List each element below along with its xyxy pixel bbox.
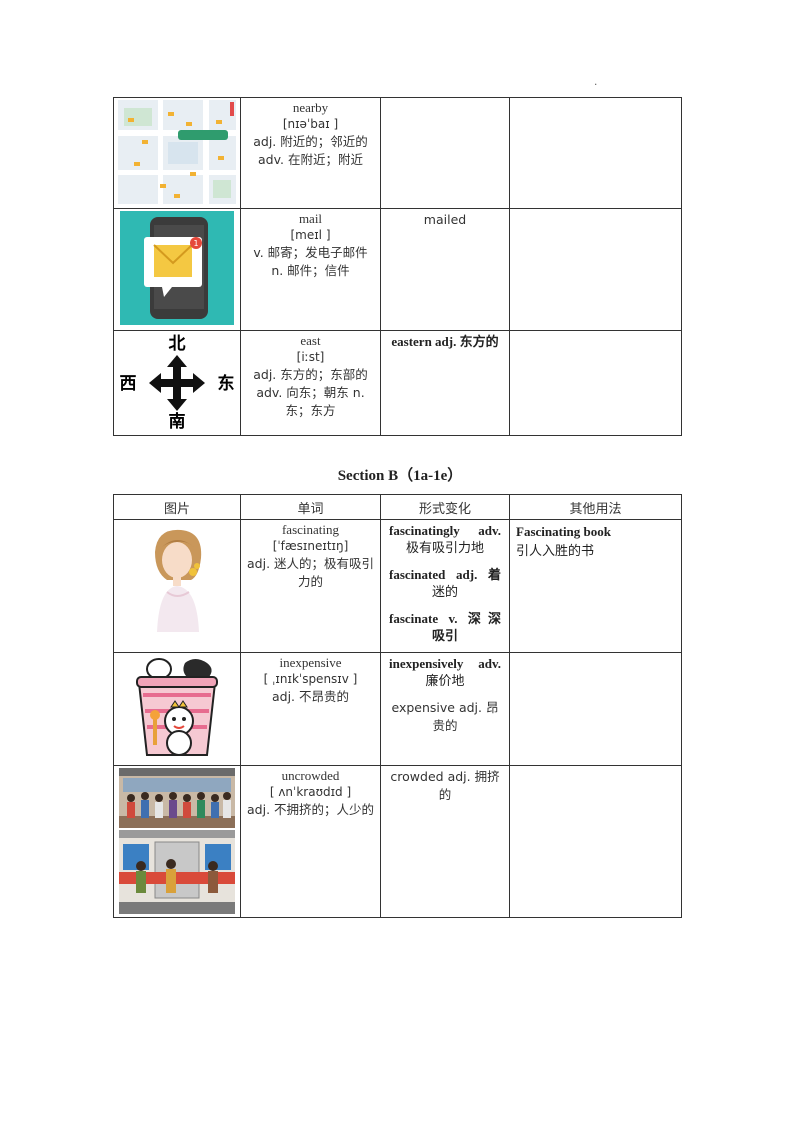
word: east [300, 333, 321, 348]
definition: adj. 迷人的；极有吸引力的 [247, 556, 375, 589]
other-usage-cell [509, 97, 682, 209]
phone-mail-icon: 1 [120, 211, 234, 325]
word-forms: mailed [423, 212, 467, 227]
forms-cell: eastern adj. 东方的 [380, 330, 510, 436]
woman-portrait-icon [155, 529, 202, 632]
phonetic: [meɪl ] [290, 228, 331, 242]
table-row: inexpensive [ ˌɪnɪkˈspensɪv ] adj. 不昂贵的 … [113, 652, 682, 766]
forms-cell: inexpensively adv. 廉价地 expensive adj. 昂贵… [380, 652, 510, 766]
forms-cell: mailed [380, 208, 510, 331]
word-form-cn: 极有吸引力地 [405, 541, 484, 556]
definition: v. 邮寄；发电子邮件 n. 邮件；信件 [253, 245, 368, 278]
phonetic: [iːst] [296, 350, 325, 364]
word: nearby [292, 100, 329, 115]
table-row: 北 西 东 南 east [iːst] adj. 东方的；东部的 adv. 向东… [113, 330, 682, 436]
phonetic: [ˈfæsɪneɪtɪŋ] [272, 539, 349, 553]
other-usage-cell [509, 652, 682, 766]
phonetic: [nɪəˈbaɪ ] [282, 117, 339, 131]
phonetic: [ ˌɪnɪkˈspensɪv ] [263, 672, 358, 686]
other-usage-cell [509, 765, 682, 918]
table-row: uncrowded [ ʌnˈkraʊdɪd ] adj. 不拥挤的；人少的 c… [113, 765, 682, 918]
definition: adj. 不昂贵的 [271, 689, 349, 704]
word-cell: fascinating [ˈfæsɪneɪtɪŋ] adj. 迷人的；极有吸引力… [240, 519, 381, 653]
other-usage-meaning: 引人入胜的书 [516, 544, 595, 559]
word-cell: nearby [nɪəˈbaɪ ] adj. 附近的；邻近的 adv. 在附近；… [240, 97, 381, 209]
other-usage-phrase: Fascinating book [516, 524, 611, 539]
word-cell: mail [meɪl ] v. 邮寄；发电子邮件 n. 邮件；信件 [240, 208, 381, 331]
word-form-en: inexpensively adv. [389, 656, 501, 671]
section-title: Section B（1a-1e） [337, 468, 463, 484]
word-cell: uncrowded [ ʌnˈkraʊdɪd ] adj. 不拥挤的；人少的 [240, 765, 381, 918]
compass-west: 西 [120, 374, 137, 394]
image-cell [113, 765, 241, 918]
forms-cell [380, 97, 510, 209]
word-cell: inexpensive [ ˌɪnɪkˈspensɪv ] adj. 不昂贵的 [240, 652, 381, 766]
word-form-en: fascinatingly adv. [389, 523, 501, 538]
vocab-table-section-b: 图片 单词 形式变化 其他用法 fascinating [ˈfæsɪneɪtɪŋ… [113, 494, 682, 918]
svg-text:1: 1 [193, 239, 198, 248]
word-form-en: fascinate v. 深深 [389, 611, 501, 626]
ice-cream-cup-icon [136, 658, 218, 756]
header-forms: 形式变化 [380, 494, 510, 520]
table-row: 1 mail [meɪl ] v. 邮寄；发电子邮件 n. 邮件；信件 mail… [113, 208, 682, 331]
page-mark: . [594, 74, 598, 88]
word-form-cn: 吸引 [431, 629, 458, 644]
word: fascinating [281, 522, 340, 537]
header-word: 单词 [240, 494, 381, 520]
word: mail [298, 211, 323, 226]
image-cell: 1 [113, 208, 241, 331]
image-cell [113, 519, 241, 653]
image-cell [113, 97, 241, 209]
header-other-usage: 其他用法 [509, 494, 682, 520]
compass-north: 北 [169, 334, 186, 354]
image-cell: 北 西 东 南 [113, 330, 241, 436]
phonetic: [ ʌnˈkraʊdɪd ] [269, 785, 352, 799]
vocab-table-section-a: nearby [nɪəˈbaɪ ] adj. 附近的；邻近的 adv. 在附近；… [113, 97, 682, 436]
word-cell: east [iːst] adj. 东方的；东部的 adv. 向东；朝东 n.东；… [240, 330, 381, 436]
word-form-plain: crowded adj. 拥挤的 [390, 769, 500, 802]
word-forms: eastern adj. 东方的 [391, 334, 499, 349]
word: inexpensive [279, 655, 342, 670]
header-image: 图片 [113, 494, 241, 520]
word-form-cn: 迷的 [431, 585, 458, 600]
table-header-row: 图片 单词 形式变化 其他用法 [113, 494, 682, 520]
map-icon [118, 100, 236, 204]
other-usage-cell: Fascinating book 引人入胜的书 [509, 519, 682, 653]
other-usage-cell [509, 330, 682, 436]
forms-cell: fascinatingly adv. 极有吸引力地 fascinated adj… [380, 519, 510, 653]
definition: adj. 不拥挤的；人少的 [247, 802, 375, 817]
table-row: fascinating [ˈfæsɪneɪtɪŋ] adj. 迷人的；极有吸引力… [113, 519, 682, 653]
word: uncrowded [281, 768, 340, 783]
compass-south: 南 [169, 411, 186, 432]
crowded-subway-icon [119, 768, 235, 914]
compass-east: 东 [218, 373, 235, 394]
definition: adj. 东方的；东部的 adv. 向东；朝东 n.东；东方 [253, 367, 368, 418]
definition: adj. 附近的；邻近的 adv. 在附近；附近 [253, 134, 368, 167]
word-form-plain: expensive adj. 昂贵的 [391, 700, 499, 733]
word-form-cn: 廉价地 [425, 674, 465, 689]
image-cell [113, 652, 241, 766]
other-usage-cell [509, 208, 682, 331]
word-form-en: fascinated adj. 着 [389, 567, 501, 582]
compass-arrows-icon: 北 西 东 南 [120, 334, 235, 432]
table-row: nearby [nɪəˈbaɪ ] adj. 附近的；邻近的 adv. 在附近；… [113, 97, 682, 209]
forms-cell: crowded adj. 拥挤的 [380, 765, 510, 918]
